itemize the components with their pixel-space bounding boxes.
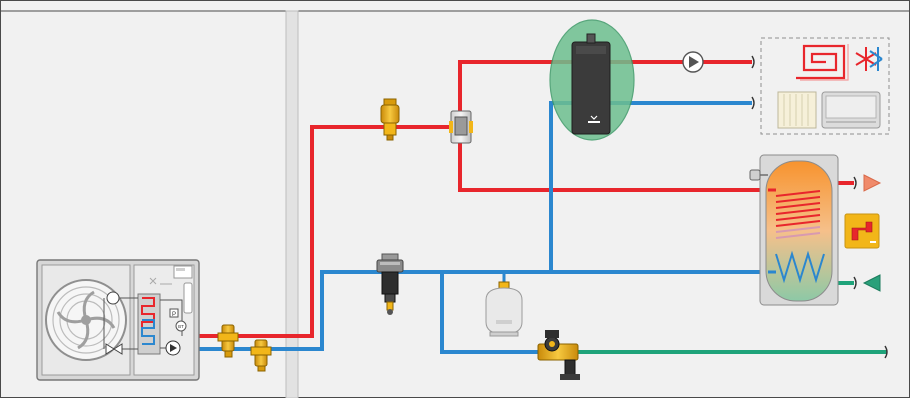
anti-freeze-valve-icon[interactable] bbox=[217, 324, 239, 358]
dhw-storage-tank-icon[interactable] bbox=[759, 154, 839, 306]
return-pipe-separator bbox=[549, 101, 752, 272]
heating-coil bbox=[775, 190, 821, 227]
expansion-valve-icon bbox=[105, 343, 123, 355]
expansion-vessel-icon[interactable] bbox=[485, 281, 523, 337]
coil-fade bbox=[775, 226, 821, 239]
pipe-end-caps bbox=[751, 55, 888, 359]
shutoff-valve-icon[interactable] bbox=[250, 339, 272, 372]
cold-in-cap bbox=[853, 276, 857, 290]
underfloor-heating-coil-icon[interactable] bbox=[796, 44, 849, 81]
refrigerant-circuit bbox=[103, 297, 183, 350]
wall-divider bbox=[285, 10, 299, 398]
hydraulic-separator-icon[interactable] bbox=[549, 19, 635, 141]
sensor-p-label: P bbox=[172, 312, 176, 318]
temperature-gauge-icon: BT bbox=[175, 320, 187, 332]
caleffi-logo bbox=[588, 115, 600, 123]
hot-water-out-arrow-icon[interactable] bbox=[863, 174, 882, 192]
return-pipe-expansion bbox=[440, 272, 540, 354]
circulator-pump-icon[interactable] bbox=[682, 51, 704, 73]
internal-pump-icon bbox=[165, 340, 181, 356]
auxiliary-valve-icon bbox=[149, 277, 172, 285]
fan-coil-icon[interactable] bbox=[821, 91, 881, 129]
gauge-bt-label: BT bbox=[178, 324, 184, 329]
fan-icon bbox=[45, 279, 127, 361]
automatic-air-vent-icon[interactable] bbox=[380, 98, 400, 141]
flow-end-cap bbox=[751, 55, 755, 69]
magnetic-dirt-separator-icon[interactable] bbox=[376, 253, 404, 315]
backup-heater-icon bbox=[183, 282, 193, 314]
flow-pipe-separator-loop bbox=[458, 60, 752, 127]
control-panel-icon bbox=[173, 265, 193, 279]
heat-pump-outdoor-unit-icon[interactable]: P BT bbox=[36, 259, 200, 381]
dhw-end-cap bbox=[884, 345, 888, 359]
emitters-group bbox=[760, 37, 890, 135]
flow-pipe-tank-coil bbox=[458, 127, 768, 192]
sun-snowflake-icon bbox=[855, 47, 883, 71]
cold-water-in-arrow-icon[interactable] bbox=[862, 274, 881, 292]
return-end-cap bbox=[751, 96, 755, 110]
tank-thermostat-icon bbox=[749, 169, 768, 181]
cold-coil bbox=[775, 250, 825, 284]
compressor-icon bbox=[106, 291, 120, 305]
radiator-icon[interactable] bbox=[777, 91, 817, 129]
pressure-sensor-icon: P bbox=[169, 308, 179, 318]
tap-icon[interactable] bbox=[844, 213, 880, 249]
three-way-diverter-valve-icon[interactable] bbox=[449, 110, 473, 144]
plate-heat-exchanger-icon bbox=[137, 293, 161, 355]
hot-out-cap bbox=[853, 176, 857, 190]
filling-unit-icon[interactable] bbox=[537, 330, 580, 380]
